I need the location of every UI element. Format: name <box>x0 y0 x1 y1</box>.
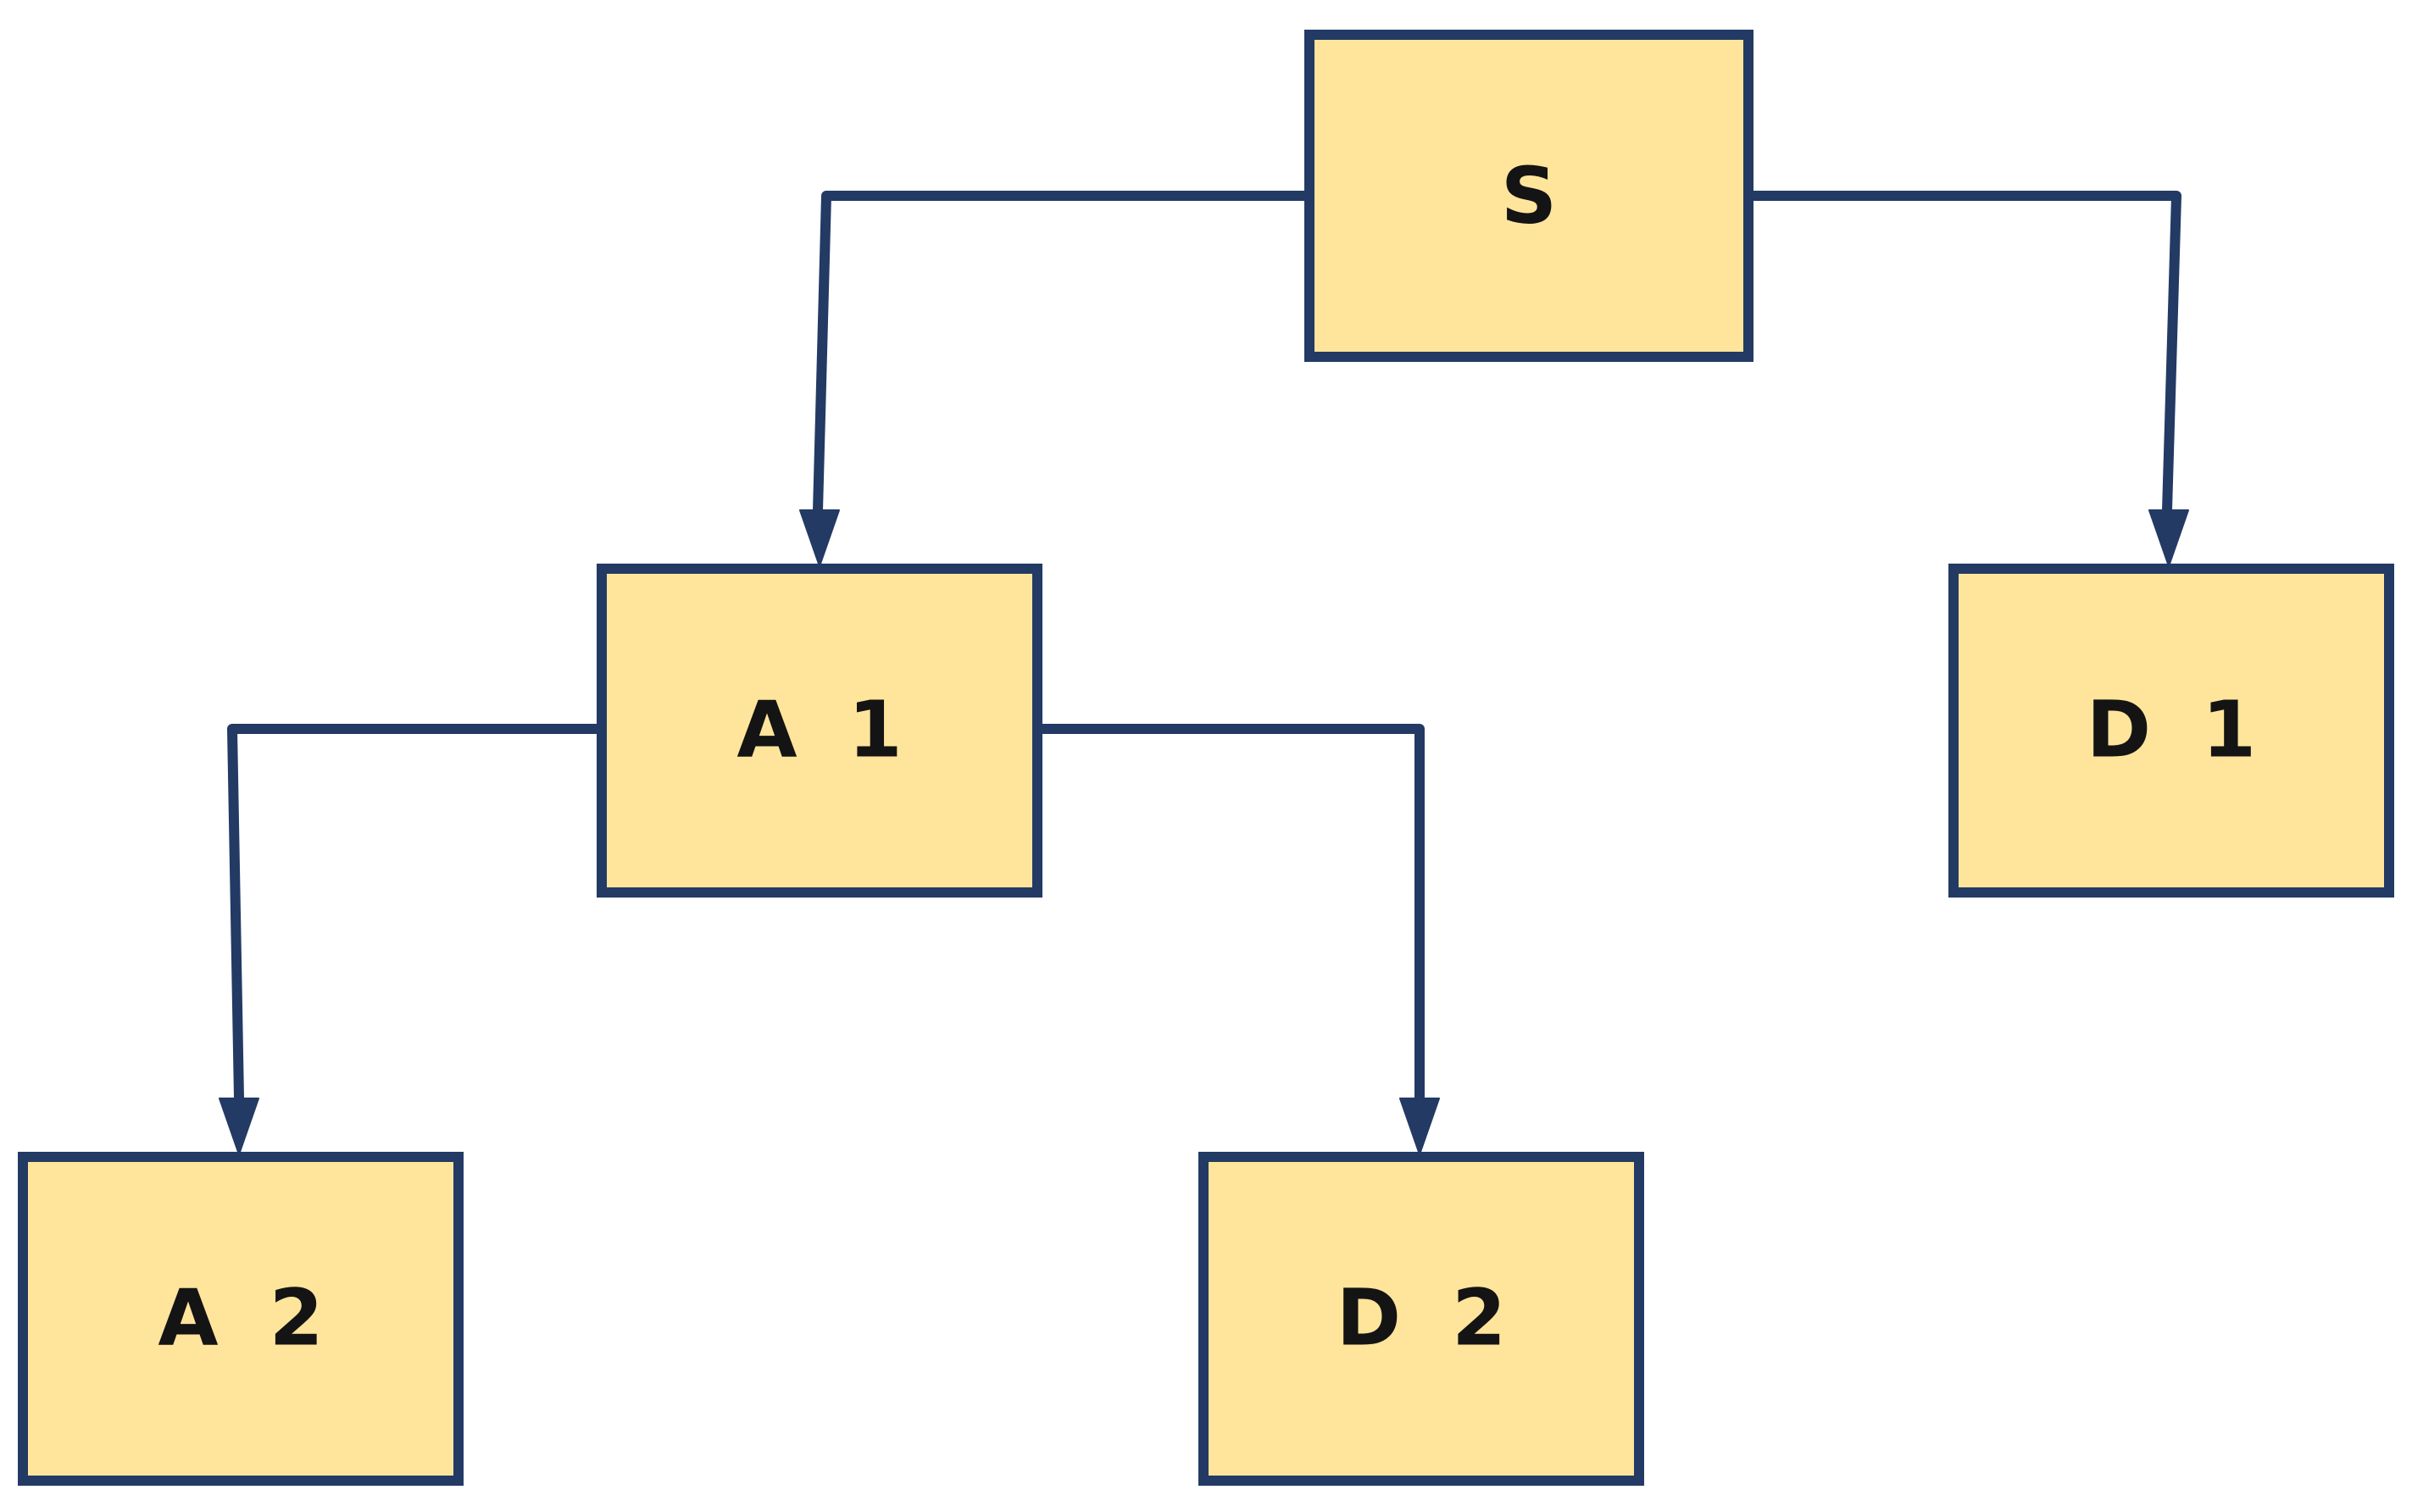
edge-s-to-d1-arrowhead <box>2148 509 2189 567</box>
node-a2: A 2 <box>18 1152 464 1486</box>
node-d1-label: D 1 <box>2087 685 2268 775</box>
edge-a1-to-d2-line <box>1032 724 1425 1103</box>
node-d2-box <box>1198 1152 1644 1486</box>
connectors <box>219 191 2189 1155</box>
node-a2-label: A 2 <box>158 1273 335 1364</box>
node-a1-box <box>597 564 1042 898</box>
edge-s-to-a1 <box>799 191 1314 567</box>
edge-a1-to-a2 <box>219 724 607 1155</box>
edge-a1-to-a2-line <box>227 724 607 1103</box>
edge-s-to-d1 <box>1743 191 2189 567</box>
node-d1-box <box>1948 564 2394 898</box>
node-d2-label: D 2 <box>1337 1273 1518 1364</box>
node-d1: D 1 <box>1948 564 2394 898</box>
node-d2: D 2 <box>1198 1152 1644 1486</box>
node-s-label: S <box>1501 151 1569 242</box>
node-s-box <box>1304 30 1753 362</box>
edge-a1-to-d2 <box>1032 724 1440 1155</box>
edge-s-to-a1-line <box>813 191 1314 515</box>
edge-s-to-a1-arrowhead <box>799 509 840 567</box>
edge-s-to-d1-line <box>1743 191 2181 515</box>
edge-a1-to-d2-arrowhead <box>1399 1098 1440 1155</box>
node-a1-label: A 1 <box>736 685 914 775</box>
node-a2-box <box>18 1152 464 1486</box>
edge-a1-to-a2-arrowhead <box>219 1098 259 1155</box>
node-s: S <box>1304 30 1753 362</box>
node-a1: A 1 <box>597 564 1042 898</box>
